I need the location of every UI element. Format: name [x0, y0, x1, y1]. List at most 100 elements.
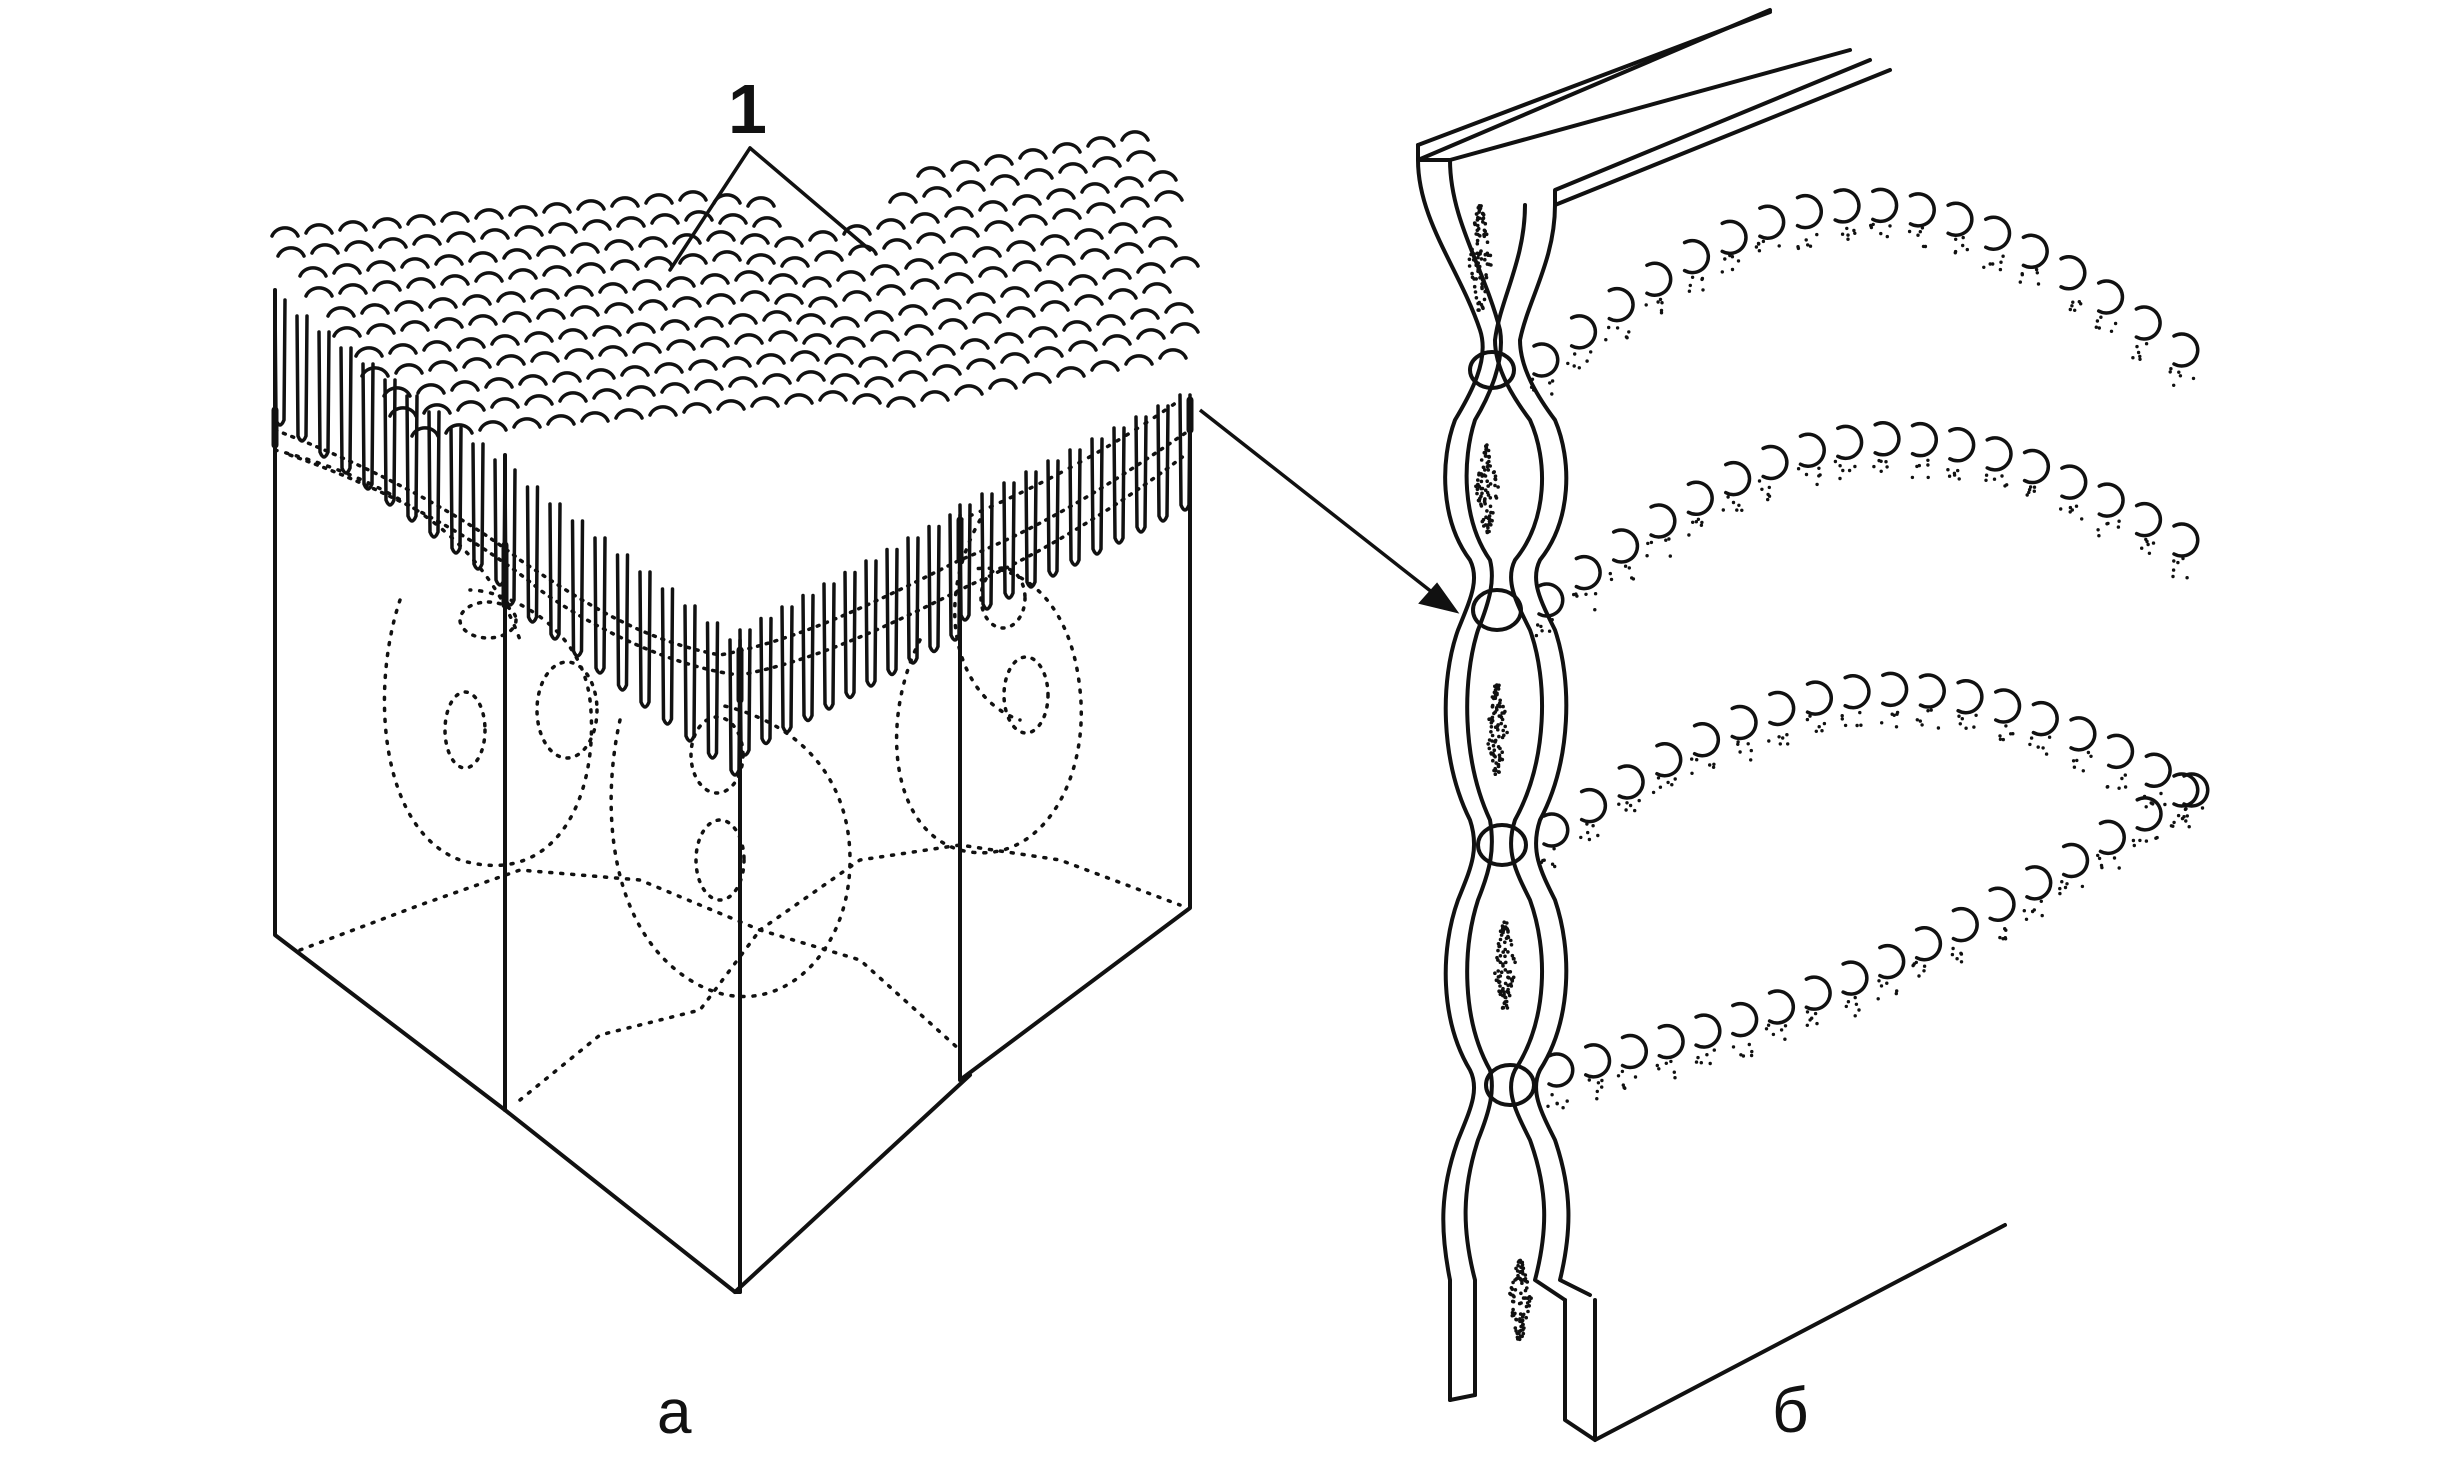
microvillus-cap — [306, 225, 332, 233]
microvillus-cap — [1014, 262, 1040, 270]
microvillus-cap — [606, 241, 632, 249]
stipple-dot — [1498, 984, 1502, 988]
microvillus-cap — [396, 365, 422, 373]
microvillus-stalk — [866, 561, 876, 686]
fan-stipple-dot — [1585, 822, 1588, 825]
fan-stipple-dot — [1926, 459, 1929, 462]
fan-microvillus — [1586, 1045, 1610, 1077]
microvillus-stalk — [595, 538, 605, 673]
fan-stipple-dot — [1984, 479, 1987, 482]
fan-stipple-dot — [1855, 1003, 1858, 1006]
microvillus-cap — [588, 370, 614, 378]
fan-stipple-dot — [2037, 745, 2040, 748]
stipple-dot — [1502, 927, 1506, 931]
microvillus-cap — [560, 330, 586, 338]
microvillus-cap — [798, 315, 824, 323]
stipple-dot — [1513, 1312, 1517, 1316]
stipple-dot — [1491, 716, 1495, 720]
microvillus-stalk — [887, 550, 897, 675]
fan-stipple-dot — [2145, 839, 2148, 842]
fan-stipple-dot — [1815, 1022, 1818, 1025]
microvillus-cap — [312, 245, 338, 253]
microvillus-cap — [414, 236, 440, 244]
fan-stipple-dot — [1736, 740, 1739, 743]
fan-stipple-dot — [1748, 1043, 1751, 1046]
fan-stipple-dot — [1872, 465, 1875, 468]
microvillus-cap — [730, 378, 756, 386]
microvillus-cap — [980, 268, 1006, 276]
microvillus-cap — [1076, 296, 1102, 304]
microvillus-cap — [612, 261, 638, 269]
fan-stipple-dot — [1546, 1105, 1549, 1108]
microvillus-cap — [476, 210, 502, 218]
stipple-dot — [1522, 1332, 1526, 1336]
fan-stipple-dot — [1669, 1060, 1672, 1063]
fan-stipple-dot — [1974, 714, 1977, 717]
microvillus-cap — [878, 286, 904, 294]
fan-stipple-dot — [1566, 1099, 1569, 1102]
fan-stipple-dot — [1961, 717, 1964, 720]
microvillus-cap — [520, 376, 546, 384]
fan-stipple-dot — [1921, 226, 1924, 229]
fan-stipple-dot — [1853, 465, 1856, 468]
microvillus-cap — [986, 156, 1012, 164]
microvillus-cap — [1092, 362, 1118, 370]
microvillus-cap — [550, 224, 576, 232]
microvilli-fan — [1534, 189, 2208, 1086]
fan-stipple-dot — [1584, 593, 1587, 596]
fan-stipple-dot — [2138, 358, 2141, 361]
microvillus-stalk — [1180, 395, 1190, 510]
microvillus-cap — [408, 216, 434, 224]
stipple-dot — [1513, 961, 1517, 965]
stipple-dot — [1508, 1292, 1512, 1296]
stipple-dot — [1505, 731, 1509, 735]
fan-stipple-dot — [2201, 806, 2204, 809]
fan-stipple-dot — [1687, 533, 1690, 536]
stipple-dot — [1492, 697, 1496, 701]
fan-stipple-dot — [1783, 1038, 1786, 1041]
microvillus-cap — [890, 194, 916, 202]
stipple-dot — [1528, 1295, 1532, 1299]
stipple-dot — [1478, 268, 1482, 272]
fan-stipple-dot — [1848, 469, 1851, 472]
microvillus-cap — [758, 355, 784, 363]
fan-microvillus — [1534, 344, 1558, 376]
fan-stipple-dot — [1937, 726, 1940, 729]
fan-stipple-dot — [1806, 718, 1809, 721]
microvillus-stalk — [297, 316, 307, 441]
fan-stipple-dot — [1880, 721, 1883, 724]
stipple-dot — [1497, 735, 1501, 739]
fan-microvillus — [1883, 673, 1907, 705]
fan-stipple-dot — [2065, 882, 2068, 885]
microvillus-cap — [786, 395, 812, 403]
microvillus-cap — [646, 195, 672, 203]
microvillus-cap — [526, 333, 552, 341]
microvillus-cap — [504, 313, 530, 321]
microvillus-cap — [560, 393, 586, 401]
stipple-dot — [1496, 485, 1500, 489]
stipple-dot — [1501, 987, 1505, 991]
microvillus-cap — [464, 296, 490, 304]
stipple-dot — [1522, 1326, 1526, 1330]
fan-stipple-dot — [1722, 508, 1725, 511]
microvillus-stalk — [319, 332, 329, 457]
fan-microvillus — [1996, 690, 2020, 722]
fan-stipple-dot — [1695, 520, 1698, 523]
microvillus-cap — [736, 272, 762, 280]
fan-stipple-dot — [1700, 521, 1703, 524]
junction-bars — [275, 400, 1190, 700]
fan-stipple-dot — [2138, 355, 2141, 358]
fan-stipple-dot — [2169, 367, 2172, 370]
microvillus-cap — [572, 244, 598, 252]
fan-stipple-dot — [1600, 1085, 1603, 1088]
fan-stipple-dot — [1857, 1008, 1860, 1011]
fan-stipple-dot — [1721, 270, 1724, 273]
fan-stipple-dot — [1737, 504, 1740, 507]
stipple-dot — [1470, 248, 1474, 252]
stipple-dot — [1497, 989, 1501, 993]
fan-stipple-dot — [2177, 814, 2180, 817]
microvillus-cap — [1070, 342, 1096, 350]
fan-stipple-dot — [1838, 477, 1841, 480]
fan-stipple-dot — [1688, 290, 1691, 293]
microvillus-cap — [1128, 152, 1154, 160]
